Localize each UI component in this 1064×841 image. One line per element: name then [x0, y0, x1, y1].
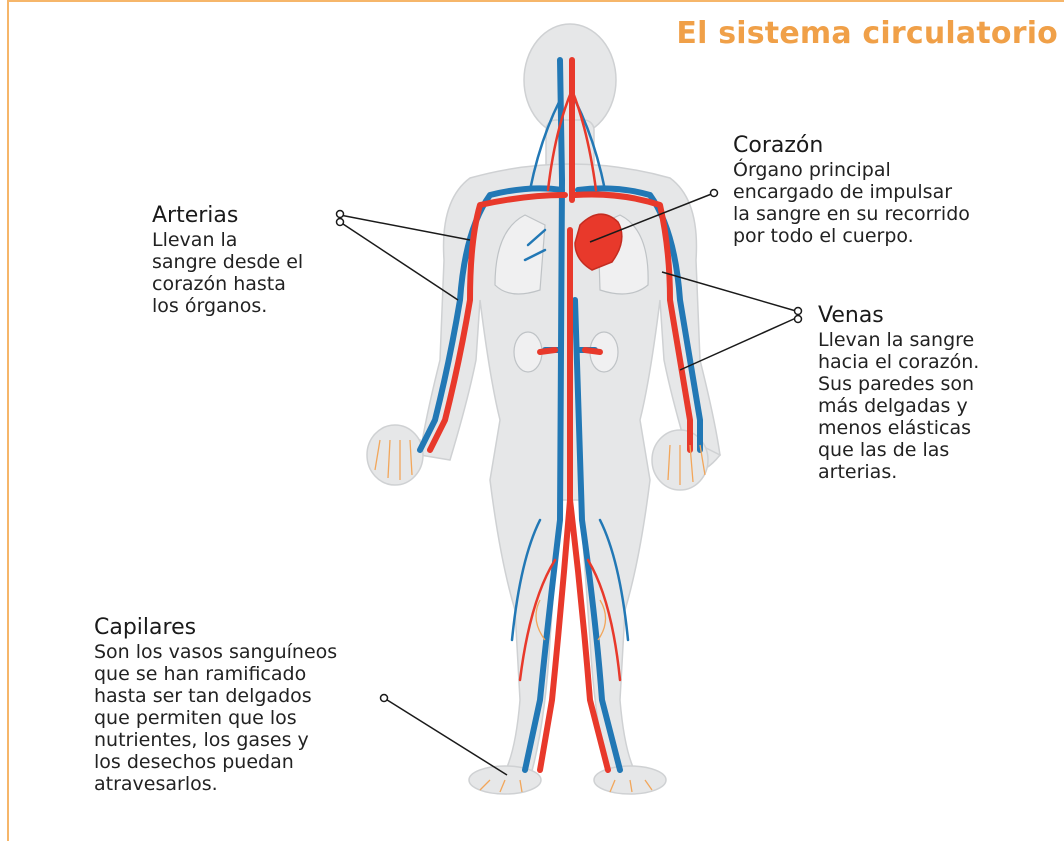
arteries-fine — [518, 88, 622, 682]
label-corazon-title: Corazón — [733, 133, 824, 158]
label-arterias-line: los órganos. — [152, 295, 268, 317]
label-capilares-line: atravesarlos. — [94, 773, 218, 795]
label-arterias-line: sangre desde el — [152, 251, 304, 273]
veins — [417, 57, 703, 773]
label-corazon: Corazón Órgano principal encargado de im… — [733, 133, 970, 247]
label-capilares-line: Son los vasos sanguíneos — [94, 641, 338, 663]
arteries — [427, 57, 693, 773]
leader-dots — [335, 188, 803, 703]
label-venas-line: arterias. — [818, 461, 898, 483]
label-corazon-line: la sangre en su recorrido — [733, 203, 970, 225]
page-frame — [7, 0, 1064, 841]
label-capilares: Capilares Son los vasos sanguíneos que s… — [94, 615, 337, 795]
heart — [574, 213, 623, 271]
capillaries — [374, 439, 706, 793]
label-capilares-line: nutrientes, los gases y — [94, 729, 309, 751]
kidneys — [513, 331, 619, 373]
label-arterias: Arterias Llevan la sangre desde el coraz… — [152, 203, 303, 317]
label-venas-line: menos elásticas — [818, 417, 972, 439]
label-capilares-line: hasta ser tan delgados — [94, 685, 312, 707]
label-venas-line: que las de las — [818, 439, 950, 461]
leader-lines — [339, 192, 797, 776]
label-corazon-line: encargado de impulsar — [733, 181, 953, 203]
label-venas-line: Sus paredes son — [818, 373, 975, 395]
label-venas-line: Llevan la sangre — [818, 329, 975, 351]
label-capilares-title: Capilares — [94, 615, 197, 640]
label-capilares-line: que permiten que los — [94, 707, 297, 729]
label-capilares-line: los desechos puedan — [94, 751, 294, 773]
label-capilares-line: que se han ramificado — [94, 663, 307, 685]
label-arterias-line: Llevan la — [152, 229, 238, 251]
label-arterias-title: Arterias — [152, 203, 239, 228]
label-venas-line: más delgadas y — [818, 395, 968, 417]
label-venas-line: hacia el corazón. — [818, 351, 980, 373]
label-venas: Venas Llevan la sangre hacia el corazón.… — [818, 303, 979, 483]
label-corazon-line: por todo el cuerpo. — [733, 225, 914, 247]
page-title: El sistema circulatorio — [676, 16, 1058, 51]
label-corazon-line: Órgano principal — [733, 159, 891, 181]
label-venas-title: Venas — [818, 303, 884, 328]
label-arterias-line: corazón hasta — [152, 273, 286, 295]
